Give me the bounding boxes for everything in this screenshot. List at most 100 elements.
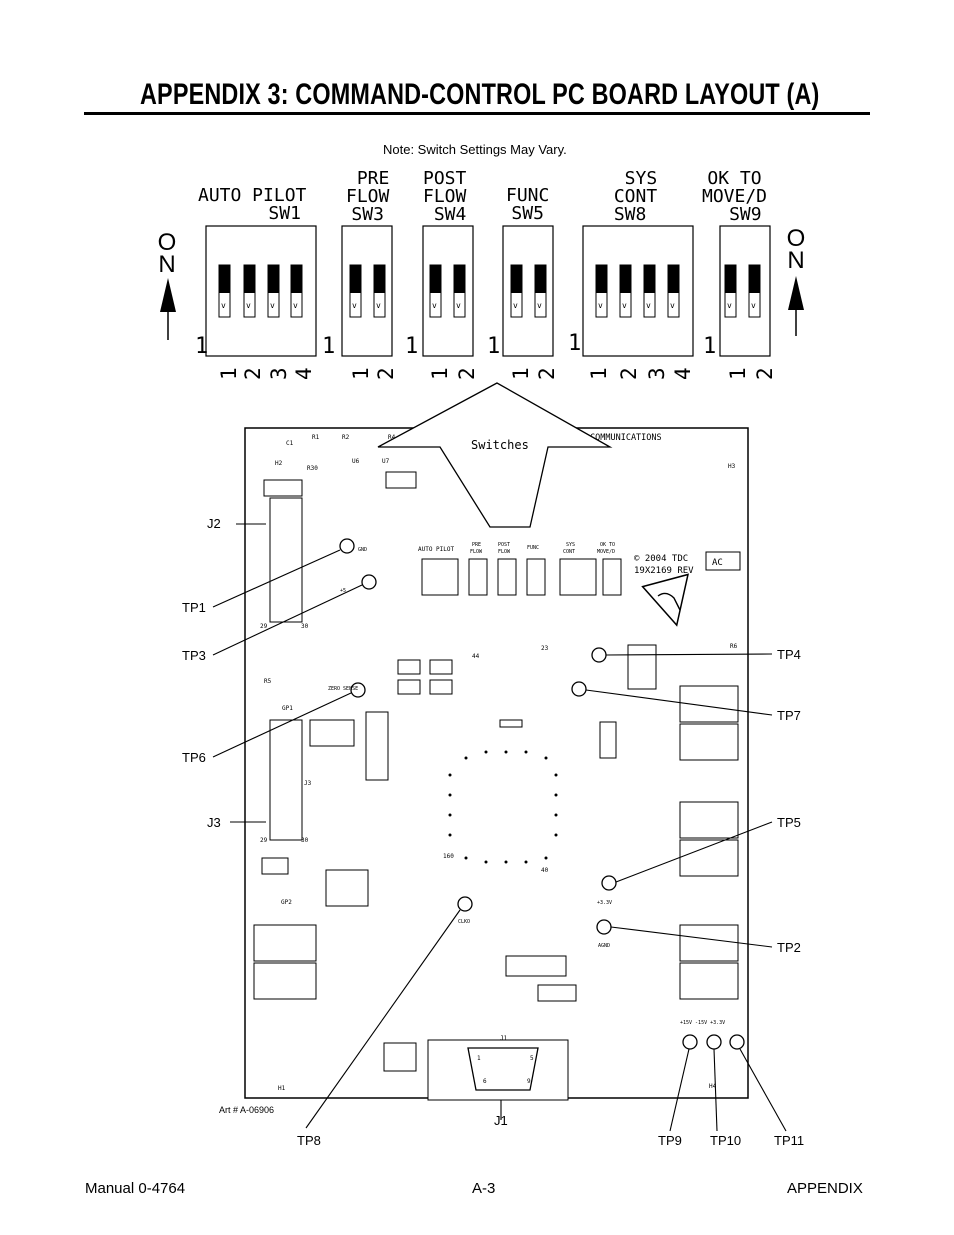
sw5-one-mark: 1 bbox=[487, 334, 500, 359]
sw9-one-mark: 1 bbox=[703, 334, 716, 359]
sw3-toggles: v v bbox=[349, 264, 386, 318]
on-arrow-right-icon bbox=[788, 276, 804, 336]
callout-tp10: TP10 bbox=[710, 1133, 742, 1148]
sw8-num-4: 4 bbox=[671, 367, 695, 380]
sw1-num-4: 4 bbox=[292, 367, 316, 380]
title-rule bbox=[84, 112, 870, 115]
switch-position-numbers: 1 2 3 4 1 2 1 2 1 2 1 2 3 4 1 2 bbox=[217, 367, 777, 380]
svg-text:GP1: GP1 bbox=[282, 705, 293, 712]
svg-text:R1: R1 bbox=[312, 434, 320, 441]
sw3-label: PRE FLOW SW3 bbox=[346, 168, 390, 225]
svg-text:R5: R5 bbox=[264, 678, 272, 685]
svg-text:40: 40 bbox=[541, 867, 549, 874]
switch-one-marks: 1 1 1 1 1 1 bbox=[195, 331, 716, 359]
svg-text:9: 9 bbox=[527, 1078, 531, 1085]
callout-tp9: TP9 bbox=[658, 1133, 682, 1148]
sw8-num-1: 1 bbox=[587, 367, 611, 380]
tp-clko-text: CLKO bbox=[458, 919, 470, 925]
tp9-point bbox=[682, 1034, 698, 1050]
on-arrow-left-icon bbox=[160, 278, 176, 340]
svg-text:v: v bbox=[352, 301, 357, 310]
on-label-left-o: O bbox=[157, 229, 177, 256]
svg-text:29: 29 bbox=[260, 837, 268, 844]
switches-pointer-icon bbox=[377, 382, 613, 528]
svg-text:U6: U6 bbox=[352, 458, 360, 465]
board-outline bbox=[244, 427, 749, 1099]
svg-text:v: v bbox=[376, 301, 381, 310]
tp2-point bbox=[596, 919, 612, 935]
sw5-toggles: v v bbox=[510, 264, 547, 318]
svg-text:5: 5 bbox=[530, 1055, 534, 1062]
misc-components bbox=[261, 471, 657, 1072]
callout-tp8: TP8 bbox=[297, 1133, 321, 1148]
footer-section: APPENDIX bbox=[787, 1180, 863, 1197]
sw1-toggles: v v v v bbox=[218, 264, 303, 318]
svg-text:v: v bbox=[246, 301, 251, 310]
svg-text:J1: J1 bbox=[500, 1035, 508, 1042]
svg-text:30: 30 bbox=[301, 837, 309, 844]
callout-tp2: TP2 bbox=[777, 940, 801, 955]
j3-connector bbox=[269, 719, 303, 841]
svg-text:v: v bbox=[727, 301, 732, 310]
sw8-num-2: 2 bbox=[617, 367, 641, 380]
on-label-left-n: N bbox=[158, 251, 176, 278]
sw1-num-2: 2 bbox=[241, 367, 265, 380]
svg-text:MOVE/D: MOVE/D bbox=[597, 549, 615, 555]
copyright-text: © 2004 TDC bbox=[634, 554, 688, 564]
svg-text:44: 44 bbox=[472, 653, 480, 660]
sw9-toggles: v v bbox=[724, 264, 761, 318]
svg-text:v: v bbox=[670, 301, 675, 310]
svg-text:FLOW: FLOW bbox=[470, 549, 483, 555]
on-label-right-n: N bbox=[787, 247, 805, 274]
sw4-num-1: 1 bbox=[428, 367, 452, 380]
test-points bbox=[339, 538, 745, 1050]
svg-text:H2: H2 bbox=[275, 460, 283, 467]
sw4-num-2: 2 bbox=[455, 367, 479, 380]
svg-text:R30: R30 bbox=[307, 465, 318, 472]
svg-text:C1: C1 bbox=[286, 440, 294, 447]
svg-text:FUNC: FUNC bbox=[527, 545, 539, 551]
on-label-right-o: O bbox=[786, 225, 806, 252]
svg-text:J3: J3 bbox=[304, 780, 312, 787]
svg-text:GP2: GP2 bbox=[281, 899, 292, 906]
switches-callout: Switches bbox=[471, 438, 529, 452]
sw3-one-mark: 1 bbox=[322, 334, 335, 359]
sw4-toggles: v v bbox=[429, 264, 466, 318]
svg-text:v: v bbox=[513, 301, 518, 310]
callout-j2: J2 bbox=[207, 516, 221, 531]
callout-tp1: TP1 bbox=[182, 600, 206, 615]
tp-3v3-text: +3.3V bbox=[597, 900, 612, 906]
sw8-one-mark: 1 bbox=[568, 331, 581, 356]
sw1-num-1: 1 bbox=[217, 367, 241, 380]
svg-text:U7: U7 bbox=[382, 458, 390, 465]
svg-text:23: 23 bbox=[541, 645, 549, 652]
svg-text:OK TO: OK TO bbox=[600, 542, 615, 548]
svg-text:FLOW: FLOW bbox=[498, 549, 511, 555]
svg-text:PRE: PRE bbox=[472, 542, 481, 548]
central-ic bbox=[448, 750, 558, 864]
callout-tp7: TP7 bbox=[777, 708, 801, 723]
svg-text:H1: H1 bbox=[278, 1085, 286, 1092]
sw9-label: OK TO MOVE/D SW9 bbox=[702, 168, 768, 225]
svg-text:R6: R6 bbox=[730, 643, 738, 650]
svg-text:30: 30 bbox=[301, 623, 309, 630]
tp-zero-sense-text: ZERO SENSE bbox=[328, 686, 358, 692]
leader-lines bbox=[212, 523, 787, 1132]
tp-gnd-text: GND bbox=[358, 547, 367, 553]
tp1-point bbox=[339, 538, 355, 554]
svg-text:v: v bbox=[751, 301, 756, 310]
switch-note: Note: Switch Settings May Vary. bbox=[383, 142, 567, 157]
svg-text:v: v bbox=[456, 301, 461, 310]
callout-tp4: TP4 bbox=[777, 647, 801, 662]
sw1-one-mark: 1 bbox=[195, 334, 208, 359]
callout-tp3: TP3 bbox=[182, 648, 206, 663]
sw9-num-1: 1 bbox=[726, 367, 750, 380]
svg-text:v: v bbox=[221, 301, 226, 310]
callout-tp5: TP5 bbox=[777, 815, 801, 830]
mini-sw1-label: AUTO PILOT bbox=[418, 546, 455, 553]
sw8-label: SYS CONT SW8 bbox=[613, 168, 658, 225]
board-header-text: COMMUNICATIONS bbox=[590, 433, 662, 443]
sw8-toggles: v v v v bbox=[595, 264, 680, 318]
